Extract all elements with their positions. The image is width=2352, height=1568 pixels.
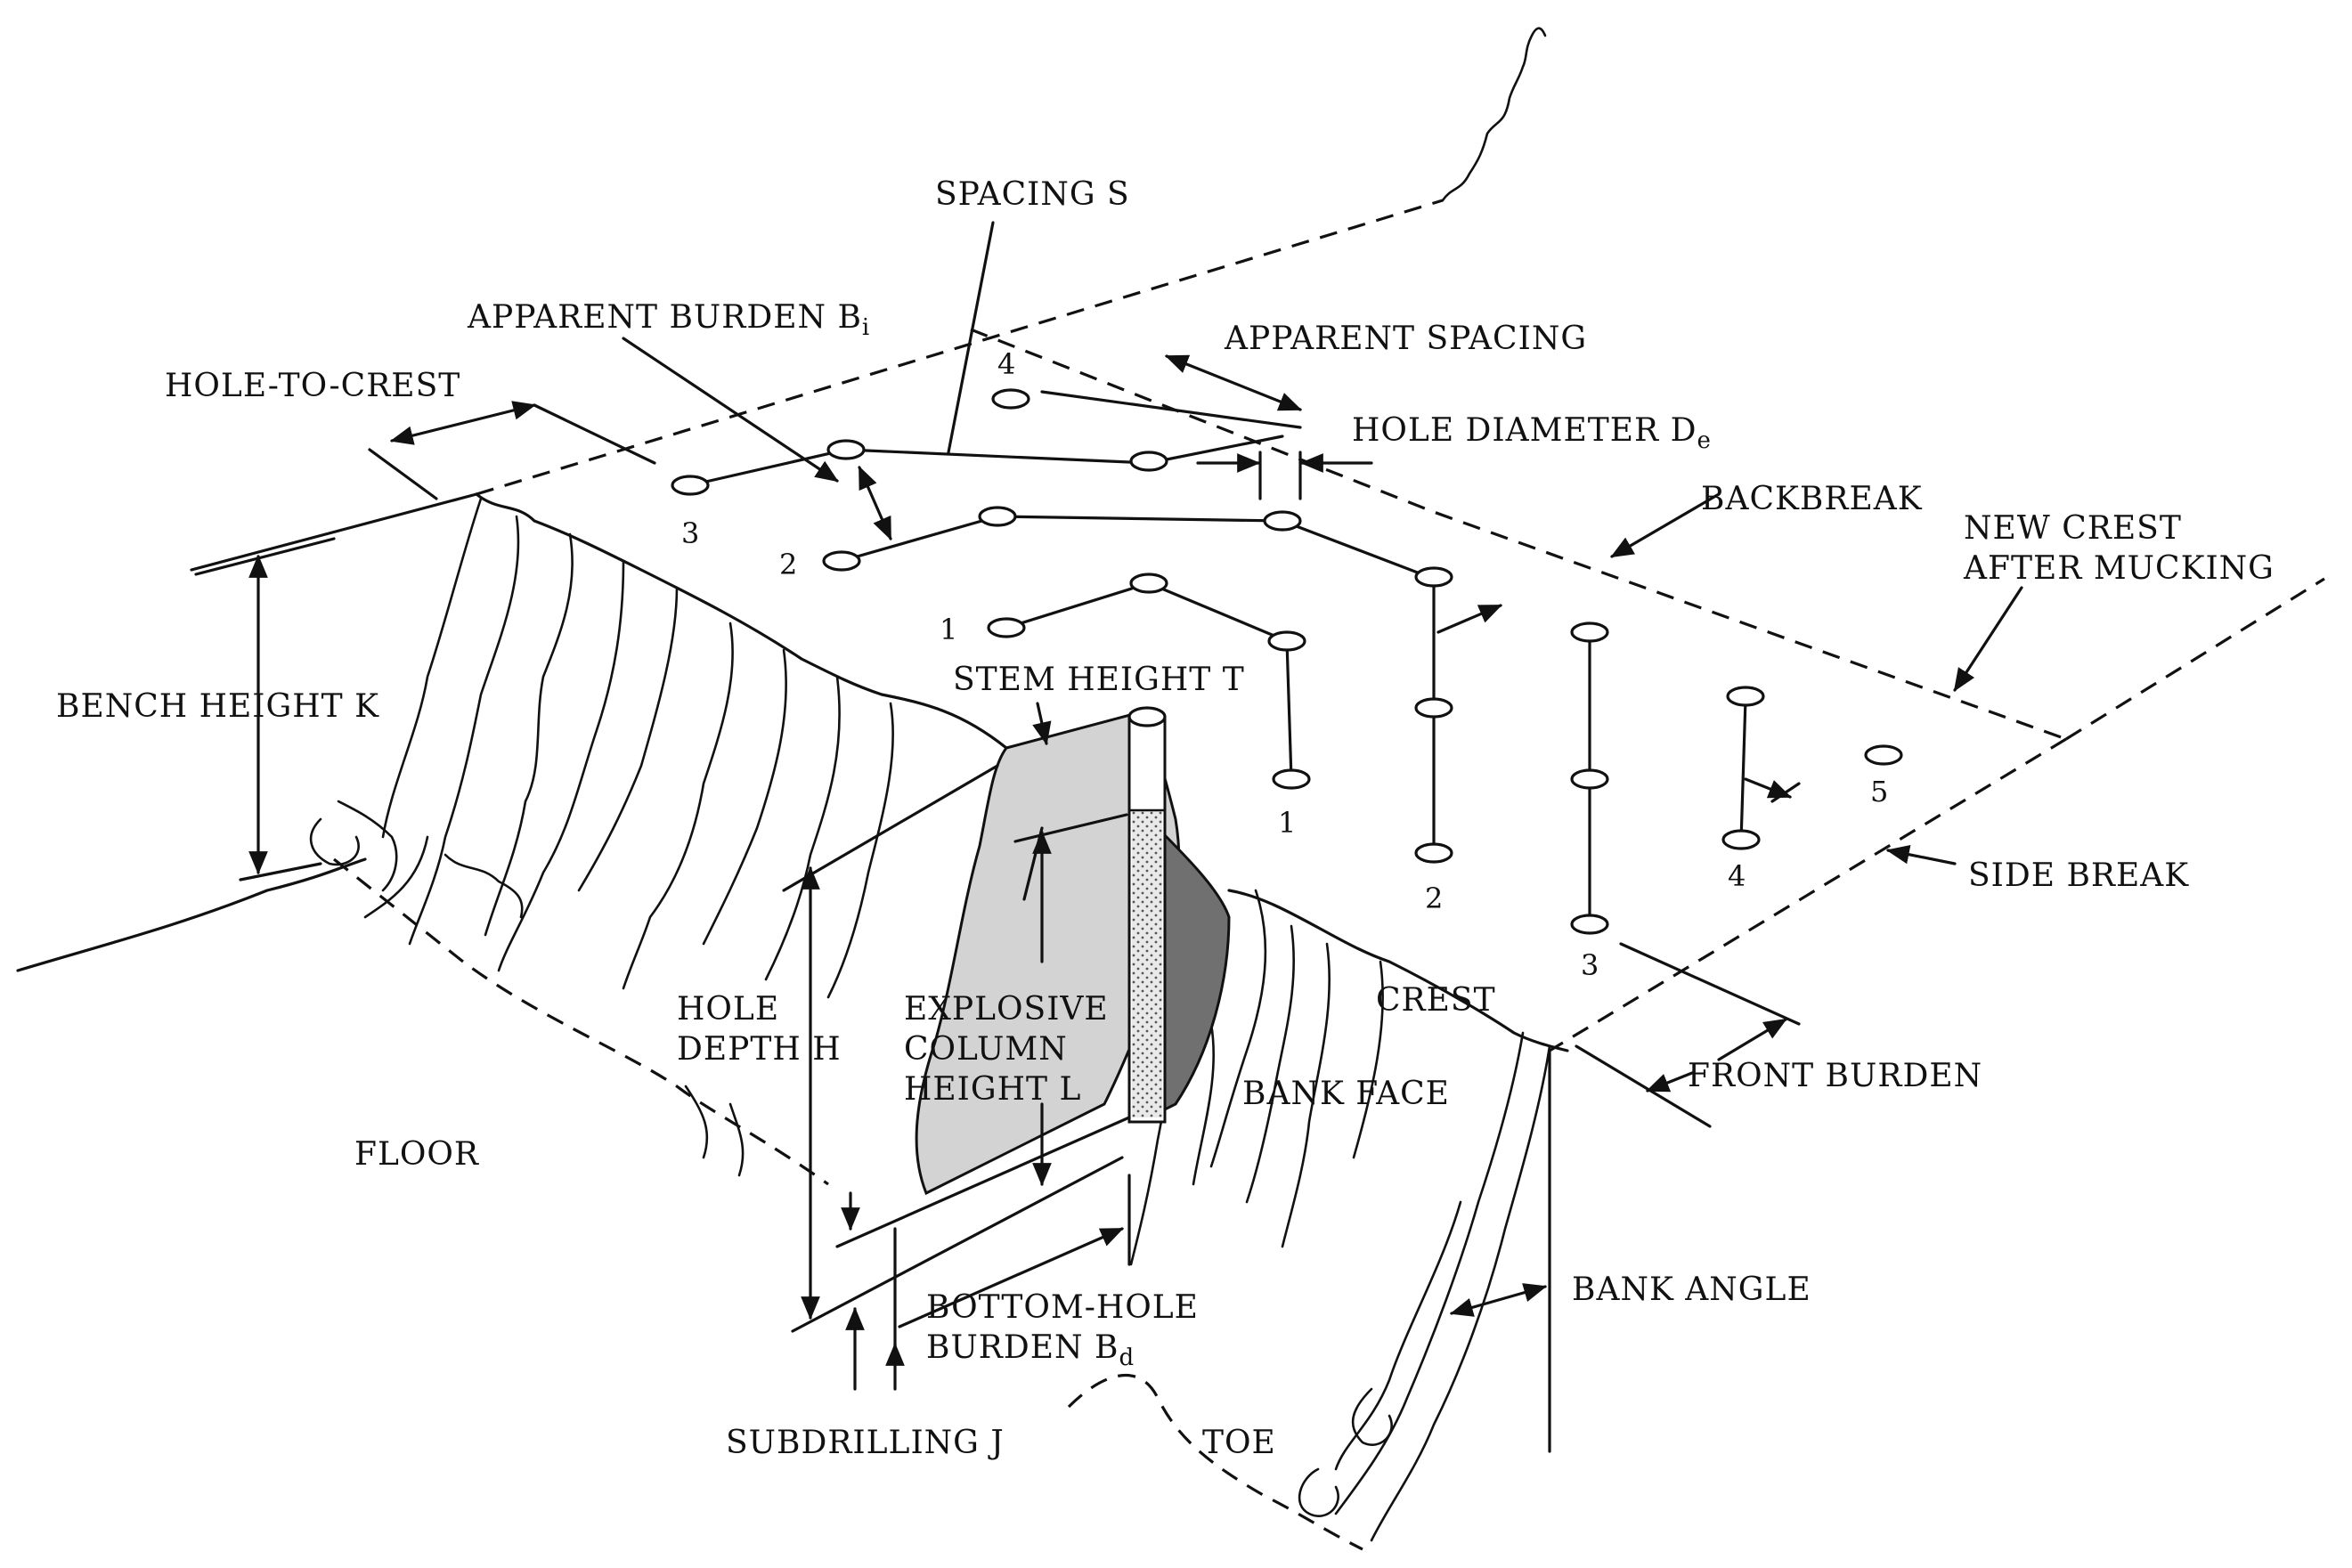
hole-number-4: 4 xyxy=(1728,859,1746,893)
label-front-burden: FRONT BURDEN xyxy=(1688,1058,1982,1094)
hole xyxy=(1129,451,1168,472)
row-connections xyxy=(688,390,1747,928)
row-numbers: 4 3 2 1 xyxy=(681,347,1015,646)
hole xyxy=(1721,829,1761,850)
hole-number-2: 2 xyxy=(1425,881,1443,915)
label-backbreak: BACKBREAK xyxy=(1701,481,1923,517)
hole xyxy=(1414,697,1453,719)
label-hole-depth-2: DEPTH H xyxy=(677,1031,842,1068)
label-apparent-burden: APPARENT BURDEN Bi xyxy=(467,299,870,341)
hole xyxy=(1864,744,1903,766)
label-explosive-1: EXPLOSIVE xyxy=(904,991,1109,1028)
hole-number-3: 3 xyxy=(1581,948,1599,982)
label-hole-diameter: HOLE DIAMETER De xyxy=(1352,412,1712,454)
hole-number-1: 1 xyxy=(1278,806,1296,840)
hole xyxy=(826,439,866,460)
row-number-2: 2 xyxy=(779,548,797,581)
hole xyxy=(987,617,1026,638)
label-hole-depth-1: HOLE xyxy=(677,991,779,1028)
label-spacing: SPACING S xyxy=(935,176,1130,213)
hole-numbers: 1 2 3 4 5 xyxy=(1278,775,1888,982)
hole xyxy=(1726,686,1765,707)
hole xyxy=(1263,510,1302,532)
bench-outline xyxy=(16,27,2325,1551)
hole xyxy=(1570,622,1609,643)
hole xyxy=(1414,566,1453,588)
label-stem-height: STEM HEIGHT T xyxy=(953,662,1245,698)
hole xyxy=(1414,842,1453,864)
hole xyxy=(978,506,1017,527)
label-hole-to-crest: HOLE-TO-CREST xyxy=(165,368,460,404)
row-number-3: 3 xyxy=(681,516,699,550)
labels: SPACING S APPARENT BURDEN Bi APPARENT SP… xyxy=(56,176,2275,1461)
label-crest: CREST xyxy=(1376,982,1496,1019)
hole-cutaway xyxy=(915,706,1231,1196)
rock-face-cracks xyxy=(309,497,1551,1542)
label-bottom-hole-2: BURDEN Bd xyxy=(926,1329,1135,1371)
label-floor: FLOOR xyxy=(354,1136,479,1173)
label-explosive-3: HEIGHT L xyxy=(904,1071,1081,1108)
row-number-4: 4 xyxy=(997,347,1015,381)
label-bank-face: BANK FACE xyxy=(1242,1076,1450,1112)
hole xyxy=(1267,630,1306,652)
dimension-arrows xyxy=(194,221,2023,1453)
explosive-charge xyxy=(1132,810,1162,1117)
label-explosive-2: COLUMN xyxy=(904,1031,1068,1068)
hole xyxy=(1570,914,1609,935)
label-new-crest-2: AFTER MUCKING xyxy=(1963,550,2275,587)
hole-number-5: 5 xyxy=(1870,775,1888,808)
hole xyxy=(1272,768,1311,790)
hole xyxy=(1129,573,1168,594)
row-number-1: 1 xyxy=(940,613,957,646)
hole xyxy=(671,475,710,496)
hole xyxy=(822,550,861,572)
label-toe: TOE xyxy=(1202,1425,1276,1461)
hole xyxy=(991,388,1030,410)
label-apparent-spacing: APPARENT SPACING xyxy=(1224,321,1587,357)
label-subdrilling: SUBDRILLING J xyxy=(726,1425,1005,1461)
label-bottom-hole-1: BOTTOM-HOLE xyxy=(926,1289,1199,1326)
label-bench-height: BENCH HEIGHT K xyxy=(56,688,379,725)
label-bank-angle: BANK ANGLE xyxy=(1572,1271,1811,1308)
blast-holes xyxy=(671,388,1903,935)
label-new-crest-1: NEW CREST xyxy=(1964,510,2182,547)
label-side-break: SIDE BREAK xyxy=(1968,857,2189,894)
hole xyxy=(1570,768,1609,790)
